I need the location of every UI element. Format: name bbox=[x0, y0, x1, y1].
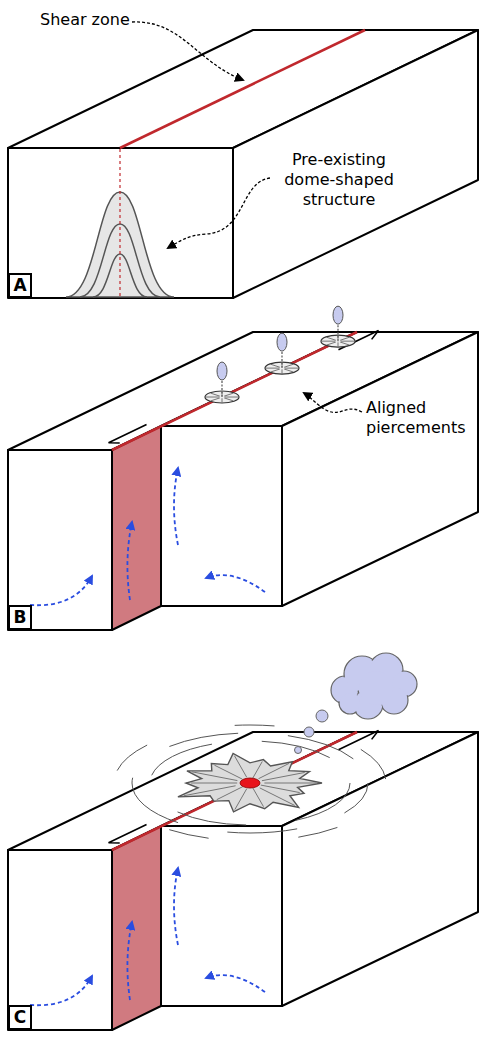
panel-letter: A bbox=[13, 277, 26, 294]
piercement-ray bbox=[327, 337, 336, 340]
panel-letter-box: A bbox=[8, 273, 32, 298]
shear-zone-trace bbox=[120, 30, 365, 148]
piercement-ray bbox=[282, 369, 283, 373]
mud-flow-ridge bbox=[253, 788, 264, 807]
right-block-front bbox=[161, 826, 282, 1006]
mud-flow-ridge bbox=[253, 761, 263, 778]
cloud-puff-fill bbox=[359, 671, 393, 705]
right-block-side bbox=[282, 332, 478, 606]
fluid-flow-arrow bbox=[127, 922, 132, 1000]
callout-label: Aligned piercements bbox=[366, 398, 474, 438]
gas-cloud bbox=[295, 653, 418, 754]
shear-zone-trace bbox=[112, 332, 357, 450]
front-face bbox=[8, 148, 233, 298]
piercement bbox=[205, 362, 239, 403]
panel-a-block bbox=[8, 30, 478, 298]
mud-flow bbox=[178, 753, 322, 811]
fault-plane bbox=[112, 826, 161, 1030]
mud-flow-ridge bbox=[262, 772, 305, 780]
mud-flow-ridge bbox=[214, 765, 242, 779]
fluid-flow-arrow bbox=[206, 975, 265, 992]
left-block-front bbox=[8, 450, 112, 630]
ripple-ring bbox=[114, 725, 386, 841]
fluid-flow-arrow bbox=[30, 576, 92, 605]
right-block-side bbox=[282, 732, 478, 1006]
piercement-ray bbox=[284, 364, 293, 367]
panel-c-block bbox=[8, 725, 478, 1030]
piercement-ray bbox=[285, 368, 298, 369]
cloud-puff-fill bbox=[340, 693, 360, 713]
piercement-ray bbox=[266, 368, 279, 369]
piercement-ray bbox=[211, 393, 220, 396]
gas-stalk bbox=[337, 324, 338, 341]
gas-plume bbox=[217, 362, 227, 380]
mud-flow-ridge bbox=[235, 789, 247, 810]
mud-flow-ridge bbox=[191, 783, 237, 784]
gas-plume bbox=[277, 333, 287, 351]
piercement bbox=[265, 333, 299, 374]
piercement-ray bbox=[271, 364, 280, 367]
gas-bubble bbox=[316, 710, 328, 722]
ripple-ring bbox=[132, 733, 368, 833]
slip-arrow bbox=[109, 824, 147, 842]
piercement-ray bbox=[340, 337, 349, 340]
leader-line bbox=[168, 178, 270, 248]
piercement-ray bbox=[271, 369, 280, 372]
piercement-ray bbox=[224, 393, 233, 396]
mud-flow-ridge bbox=[260, 788, 295, 806]
piercement-ray bbox=[338, 342, 339, 346]
fault-plane bbox=[112, 426, 161, 630]
left-block-front bbox=[8, 850, 112, 1030]
piercement-ray bbox=[322, 341, 335, 342]
mud-volcano bbox=[114, 725, 386, 841]
panel-letter-box: B bbox=[8, 605, 32, 630]
slip-arrow bbox=[109, 424, 147, 442]
shear-zone-depth-trace bbox=[119, 149, 120, 297]
piercement-ray bbox=[284, 369, 293, 372]
piercement-ray bbox=[341, 341, 354, 342]
gas-bubble bbox=[295, 747, 302, 754]
leader-line bbox=[132, 22, 243, 80]
piercement-ray bbox=[225, 397, 238, 398]
mud-flow-ridge bbox=[234, 756, 246, 777]
side-face bbox=[233, 30, 478, 298]
panel-letter: C bbox=[14, 1009, 26, 1026]
mud-flow-ridge bbox=[184, 786, 236, 796]
fluid-flow-arrow bbox=[30, 976, 92, 1005]
callout-text: Pre-existing dome-shaped structure bbox=[284, 150, 394, 209]
gas-plume bbox=[333, 306, 343, 324]
fluid-flow-arrow bbox=[127, 522, 132, 600]
piercement-ray bbox=[206, 397, 219, 398]
piercement-ray bbox=[224, 398, 233, 401]
callout-label: Shear zone bbox=[40, 10, 130, 30]
slip-arrow bbox=[338, 731, 378, 750]
fluid-flow-arrow bbox=[206, 575, 265, 592]
gas-stalk bbox=[221, 380, 222, 397]
gas-stalk bbox=[281, 351, 282, 368]
piercement-ray bbox=[327, 342, 336, 345]
piercement-ray bbox=[340, 342, 349, 345]
fluid-flow-arrow bbox=[174, 468, 178, 545]
piercement bbox=[321, 306, 355, 347]
leader-line bbox=[304, 393, 362, 412]
callout-text: Aligned piercements bbox=[366, 398, 466, 437]
panel-letter: B bbox=[14, 609, 27, 626]
ripple-ring bbox=[150, 741, 350, 825]
piercement-ray bbox=[211, 398, 220, 401]
vent bbox=[240, 778, 260, 788]
panel-letter-box: C bbox=[8, 1005, 32, 1030]
callout-label: Pre-existing dome-shaped structure bbox=[272, 150, 406, 210]
right-block-front bbox=[161, 426, 282, 606]
piercement-ray bbox=[222, 398, 223, 402]
gas-bubble bbox=[304, 727, 314, 737]
mud-flow-ridge bbox=[264, 783, 316, 784]
fluid-flow-arrow bbox=[174, 868, 178, 945]
callout-text: Shear zone bbox=[40, 10, 130, 29]
panel-b-block bbox=[8, 306, 478, 630]
